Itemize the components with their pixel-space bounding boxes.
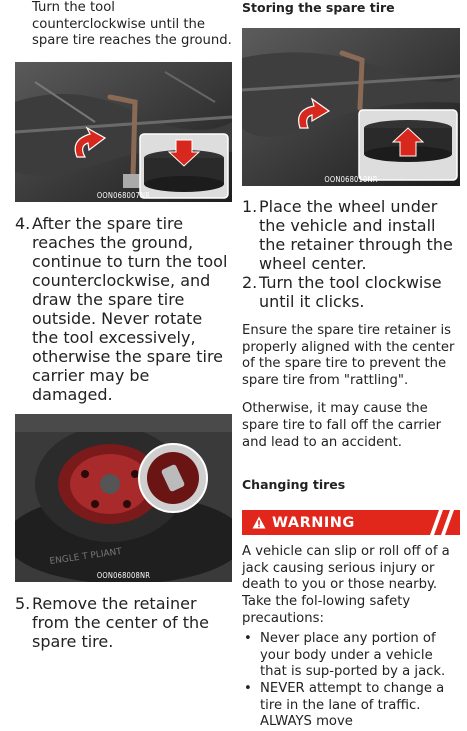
up-arrow-icon [391, 127, 425, 157]
warning-text: A vehicle can slip or roll off of a jack… [242, 544, 450, 626]
bullet-text: NEVER attempt to change a tire in the la… [260, 680, 445, 730]
down-arrow-icon [167, 139, 201, 167]
figure-caption: OON068010NR [324, 175, 378, 184]
precautions-list: • Never place any portion of your body u… [242, 631, 460, 731]
warning-icon [252, 516, 266, 529]
warning-label: WARNING [272, 514, 355, 531]
bullet-icon: • [244, 680, 252, 696]
figure-storing-spare-tire: OON068010NR [242, 28, 460, 186]
rotate-cw-arrow-icon [298, 97, 331, 129]
bullet-text: Never place any portion of your body und… [260, 631, 446, 680]
step-text: Turn the tool clockwise until it clicks. [259, 273, 442, 311]
right-column: Storing the spare tire OON068010NR 1. Pl… [242, 0, 460, 731]
storing-illustration [242, 28, 460, 186]
step-number: 5. [15, 593, 31, 613]
warning-stripes-icon [430, 510, 454, 536]
accident-paragraph: Otherwise, it may cause the spare tire t… [242, 401, 442, 450]
step-text: After the spare tire reaches the ground,… [32, 213, 228, 404]
rotate-ccw-arrow-icon [74, 126, 107, 158]
step-number: 2. [242, 273, 258, 292]
figure-caption: OON068007NR [96, 190, 151, 200]
store-step-1: 1. Place the wheel under the vehicle and… [242, 197, 460, 273]
changing-tires-heading: Changing tires [242, 477, 346, 493]
figure-spare-tire-retainer: ENGLE T PLIANT OON068008NR [15, 413, 232, 582]
retainer-illustration: ENGLE T PLIANT [15, 413, 232, 582]
step-4: 4. After the spare tire reaches the grou… [15, 214, 232, 404]
bullet-icon: • [244, 631, 252, 647]
list-item: • Never place any portion of your body u… [242, 631, 460, 681]
step-number: 1. [242, 197, 258, 216]
lowering-illustration [15, 61, 232, 202]
step-text: Place the wheel under the vehicle and in… [259, 197, 453, 273]
left-column: Turn the tool counterclockwise until the… [15, 0, 232, 651]
alignment-paragraph: Ensure the spare tire retainer is proper… [242, 323, 455, 388]
store-step-2: 2. Turn the tool clockwise until it clic… [242, 273, 460, 311]
warning-banner: WARNING [242, 510, 460, 536]
storing-heading: Storing the spare tire [242, 0, 395, 15]
figure-caption: OON068008NR [96, 570, 151, 580]
figure-lowering-spare-tire: OON068007NR [15, 61, 232, 202]
step-5: 5. Remove the retainer from the center o… [15, 594, 232, 651]
list-item: • NEVER attempt to change a tire in the … [242, 681, 460, 731]
intro-text: Turn the tool counterclockwise until the… [32, 0, 232, 49]
step-number: 4. [15, 213, 31, 233]
step-text: Remove the retainer from the center of t… [32, 593, 209, 651]
